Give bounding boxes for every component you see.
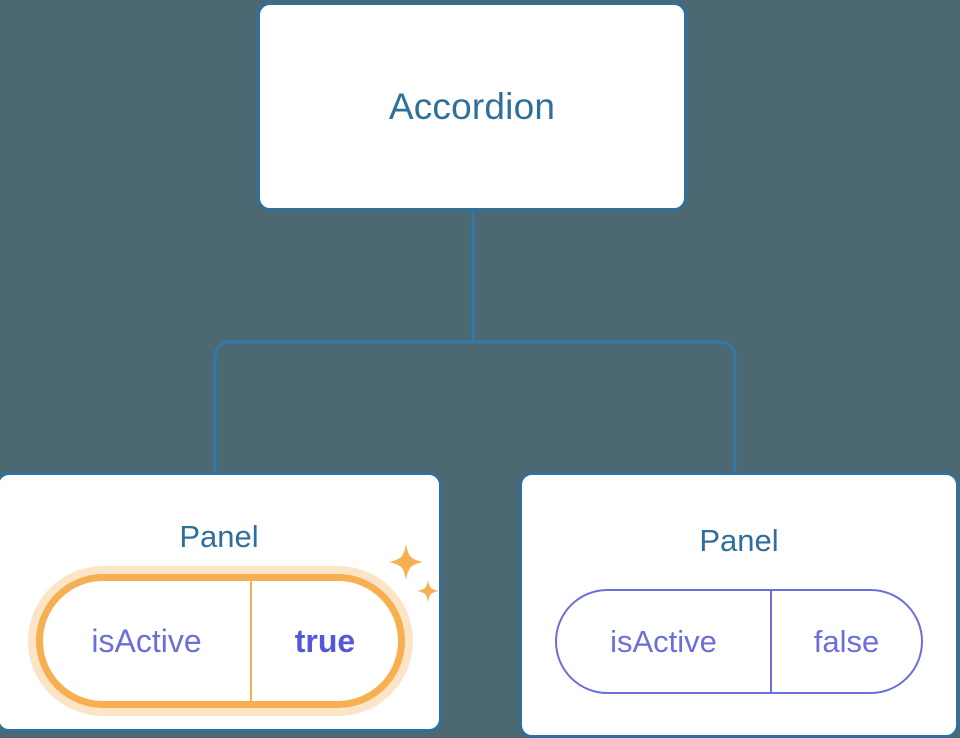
node-panel-inactive-label: Panel: [699, 523, 779, 558]
prop-pill-isactive-false[interactable]: isActive false: [555, 589, 923, 694]
prop-value-false: false: [813, 624, 880, 659]
node-accordion-label: Accordion: [388, 86, 556, 127]
prop-pill-isactive-true[interactable]: isActive true: [36, 574, 405, 708]
node-panel-active-label: Panel: [179, 519, 259, 554]
prop-key-isactive: isActive: [43, 581, 252, 701]
prop-value-true: true: [294, 623, 356, 659]
node-accordion[interactable]: Accordion: [257, 2, 687, 211]
prop-key-isactive: isActive: [557, 591, 772, 692]
